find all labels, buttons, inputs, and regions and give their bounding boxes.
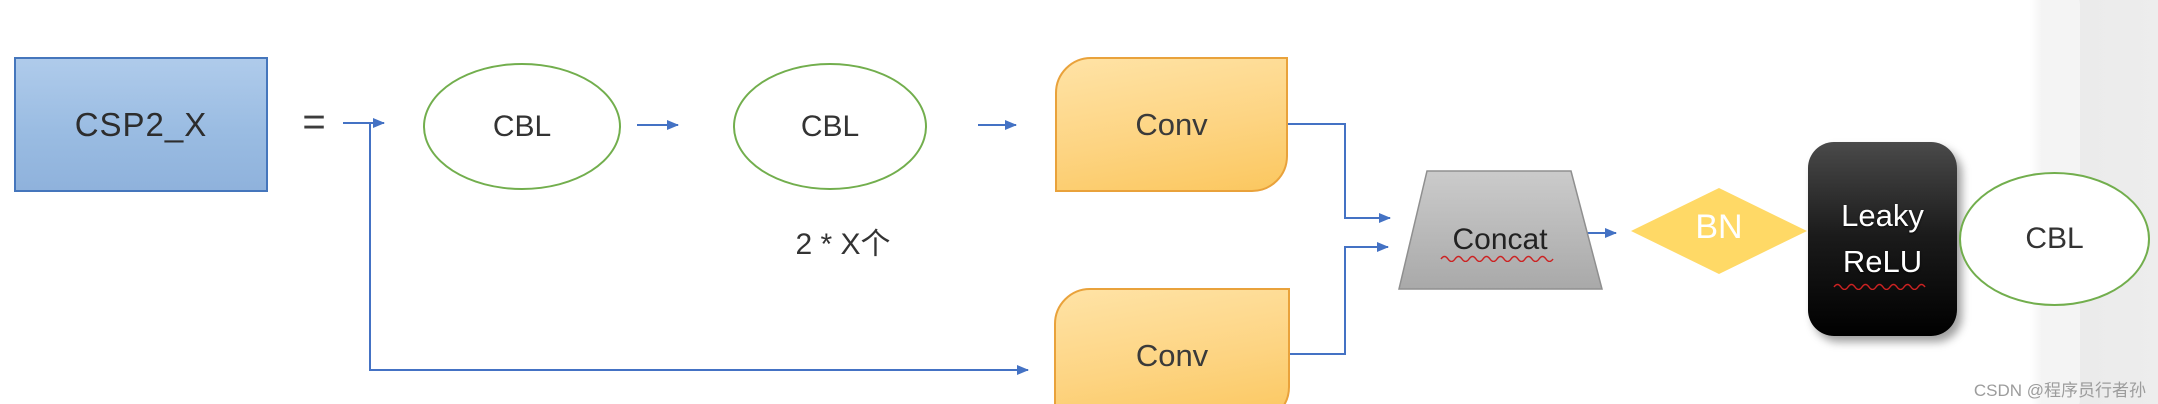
csdn-watermark: CSDN @程序员行者孙 [1973, 381, 2146, 400]
node-csp2x-label: CSP2_X [74, 105, 208, 143]
node-leaky-relu: Leaky ReLU [1808, 142, 1957, 336]
node-concat-label: Concat [1452, 223, 1548, 256]
node-cbl-2-label: CBL [800, 109, 860, 143]
relu-spellcheck-squiggle [1833, 283, 1926, 290]
node-conv-bottom: Conv [1054, 288, 1290, 404]
connector-conv-top-to-concat [1288, 123, 1391, 223]
node-cbl-1-label: CBL [492, 109, 552, 143]
node-conv-bottom-label: Conv [1135, 337, 1209, 373]
equals-sign: = [302, 100, 326, 144]
node-cbl-2: CBL [733, 63, 927, 190]
node-leaky-relu-line1: Leaky [1841, 198, 1924, 233]
node-cbl-1: CBL [423, 63, 621, 190]
node-cbl-out: CBL [1959, 172, 2150, 306]
node-cbl-out-label: CBL [2025, 222, 2084, 255]
node-csp2x: CSP2_X [14, 57, 268, 192]
node-leaky-relu-line2: ReLU [1842, 244, 1923, 279]
node-conv-top-label: Conv [1135, 106, 1208, 142]
repeat-count-annotation: 2 * X个 [795, 228, 891, 261]
connector-conv-bottom-to-concat [1290, 242, 1389, 355]
node-conv-top: Conv [1055, 57, 1288, 192]
concat-spellcheck-squiggle [1440, 255, 1554, 262]
node-bn-label: BN [1695, 208, 1743, 246]
